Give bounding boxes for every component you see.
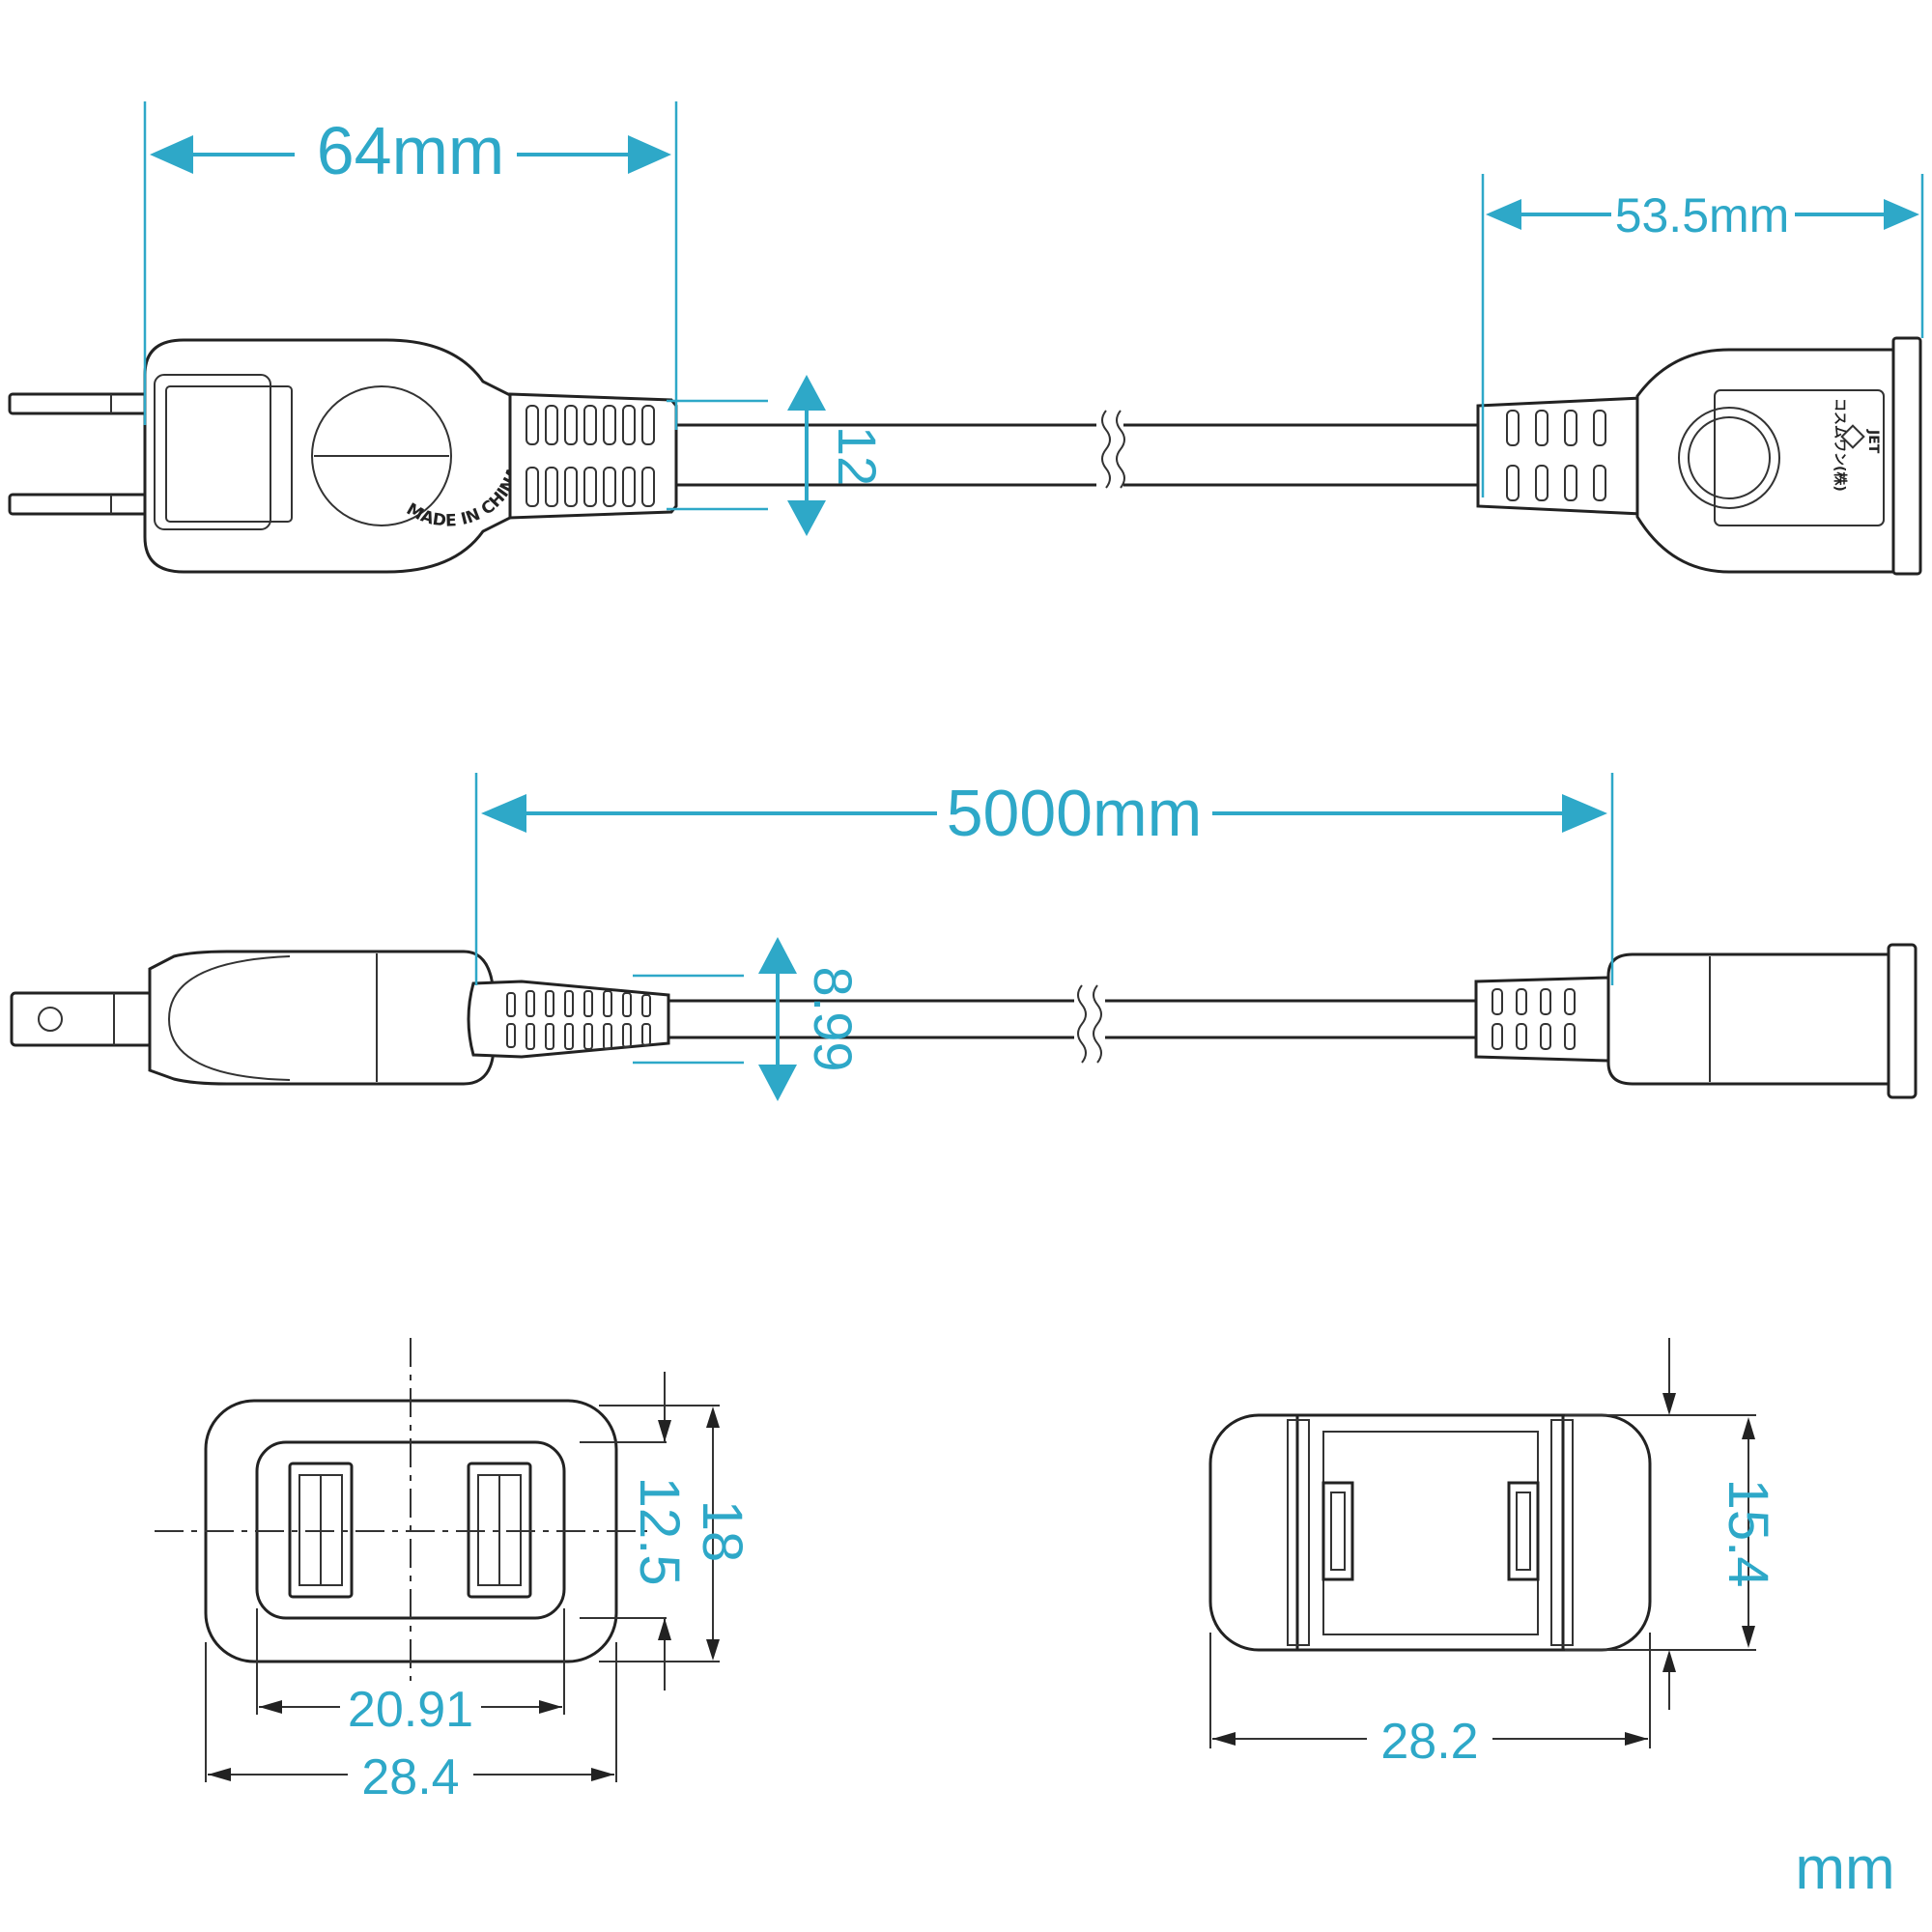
- side-socket-strain-relief: [1474, 976, 1625, 1063]
- plug-prong-stub-right: [1507, 1481, 1540, 1581]
- socket-face-width-outer-label: 28.4: [361, 1749, 459, 1805]
- cord-thickness-side-label: 8.99: [803, 967, 864, 1072]
- top-plug-strain-relief: [508, 392, 678, 520]
- socket-face-height-outer-label: 18: [691, 1500, 753, 1563]
- top-socket-body: JET コスムワン(株): [1635, 336, 1922, 576]
- socket-jet-mark: JET: [1865, 429, 1881, 454]
- dim-cord-length: 5000mm: [474, 773, 1614, 985]
- top-plug-prongs: [8, 392, 152, 516]
- top-socket-strain-relief: [1476, 396, 1644, 516]
- side-socket-body: [1606, 943, 1918, 1099]
- socket-length-label: 53.5mm: [1615, 188, 1790, 242]
- side-plug-strain-relief: [467, 980, 670, 1059]
- socket-face-width-inner-label: 20.91: [348, 1682, 473, 1738]
- plug-length-label: 64mm: [317, 113, 504, 188]
- dim-socket-face-height-outer: 18: [691, 1406, 753, 1661]
- plug-face-width-label: 28.2: [1380, 1714, 1478, 1770]
- dim-cord-thickness-top: 12: [667, 375, 888, 536]
- side-plug-body: [148, 950, 495, 1086]
- dim-plug-face-height: 15.4: [1662, 1338, 1779, 1710]
- top-plug-body: MADE IN CHINA: [143, 338, 525, 574]
- cord-thickness-top-label: 12: [827, 426, 888, 486]
- socket-maker-mark: コスムワン(株): [1832, 398, 1848, 492]
- dim-plug-length: 64mm: [143, 101, 678, 430]
- socket-face-view: 18 12.5 20.91 28.4: [155, 1338, 753, 1805]
- plug-face-view: 15.4 28.2: [1208, 1338, 1779, 1770]
- side-cord: [668, 984, 1478, 1064]
- dim-socket-face-height-inner: 12.5: [628, 1372, 691, 1690]
- cord-length-label: 5000mm: [947, 777, 1203, 850]
- unit-label: mm: [1795, 1835, 1894, 1902]
- dim-socket-face-width-outer: 28.4: [208, 1748, 614, 1805]
- top-cord: [676, 410, 1478, 495]
- top-view: MADE IN CHINA: [8, 101, 1924, 576]
- side-view: 5000mm 8.99: [10, 773, 1918, 1101]
- dim-plug-face-width: 28.2: [1212, 1713, 1648, 1770]
- dim-cord-thickness-side: 8.99: [633, 937, 864, 1101]
- side-plug-prong: [10, 991, 154, 1047]
- plug-prong-stub-left: [1321, 1481, 1354, 1581]
- jet-mark-icon: [1840, 424, 1865, 449]
- dim-socket-face-width-inner: 20.91: [259, 1681, 562, 1738]
- dim-socket-length: 53.5mm: [1481, 174, 1924, 497]
- plug-face-height-label: 15.4: [1717, 1479, 1779, 1588]
- socket-face-height-inner-label: 12.5: [628, 1477, 691, 1586]
